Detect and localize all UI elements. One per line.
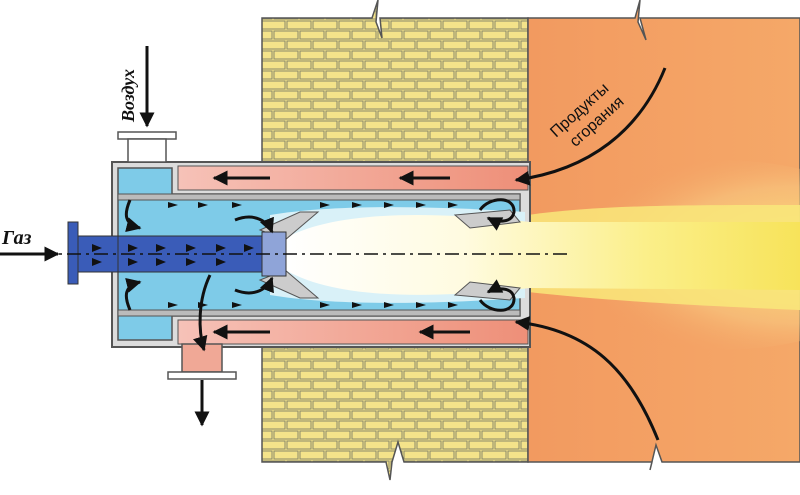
brick-wall <box>261 0 529 481</box>
gas-label: Газ <box>1 227 32 249</box>
air-inlet <box>117 131 177 163</box>
flow-arrows <box>0 46 667 441</box>
small-arrows <box>92 202 458 308</box>
flue-outlet <box>167 343 237 380</box>
air-label: Воздух <box>118 69 138 123</box>
